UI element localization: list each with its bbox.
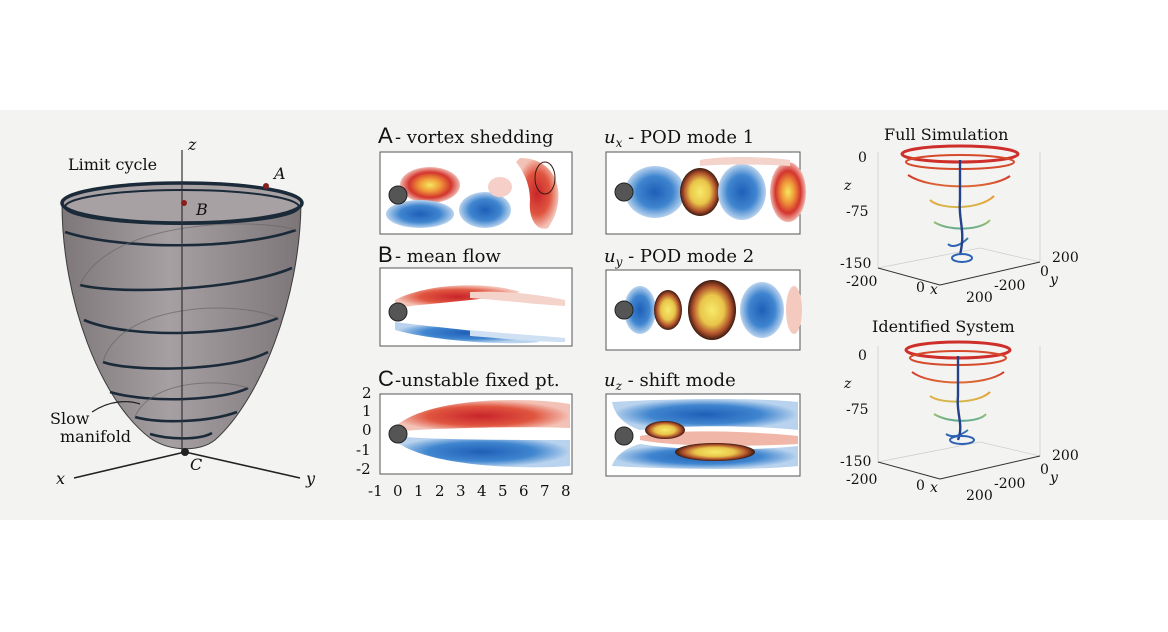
- panel-c-letter: C: [378, 366, 394, 391]
- ident-sim-title: Identified System: [872, 317, 1015, 336]
- ident-x-tick: 0: [916, 478, 925, 494]
- full-y-tick: 200: [966, 290, 993, 306]
- xtick: -1: [368, 482, 383, 500]
- spiral-back: [79, 223, 297, 418]
- mode3-title: - shift mode: [622, 370, 736, 391]
- svg-text:ux - POD mode 1: ux - POD mode 1: [604, 127, 754, 150]
- ytick: 2: [362, 384, 372, 402]
- panel-a-field: [379, 151, 573, 235]
- full-y-tick: -200: [994, 278, 1025, 294]
- ytick: 1: [362, 402, 372, 420]
- xtick: 4: [477, 482, 487, 500]
- point-c-marker: [181, 448, 189, 456]
- panel-b-title: - mean flow: [395, 246, 501, 267]
- xtick: 3: [456, 482, 466, 500]
- label-axis-x: x: [56, 469, 65, 488]
- slow-manifold-pointer: [91, 401, 141, 413]
- x-axis: [73, 451, 186, 479]
- ident-y-label: y: [1049, 470, 1059, 486]
- full-z-label: z: [843, 178, 852, 194]
- mode-panels: ux - POD mode 1 uy - POD mode 2: [604, 127, 806, 477]
- full-x-label: x: [930, 282, 938, 298]
- ident-z-tick: -75: [846, 402, 869, 418]
- ident-z-tick: 0: [858, 348, 867, 364]
- label-point-c: C: [190, 455, 202, 474]
- xtick: 6: [519, 482, 529, 500]
- ident-z-label: z: [843, 376, 852, 392]
- mode2-title: - POD mode 2: [622, 246, 754, 267]
- label-point-b: B: [195, 200, 208, 219]
- full-x-tick: -200: [846, 274, 877, 290]
- ident-y-tick: 200: [1052, 448, 1079, 464]
- y-axis: [184, 451, 301, 479]
- ident-z-tick: -150: [840, 454, 871, 470]
- point-a-marker: [263, 183, 269, 189]
- ytick: -2: [356, 460, 371, 478]
- mode2-sub: y: [615, 255, 623, 269]
- svg-text:uz - shift mode: uz - shift mode: [604, 370, 736, 393]
- panel-c-field: [379, 393, 573, 475]
- full-z-tick: -75: [846, 204, 869, 220]
- full-z-tick: -150: [840, 256, 871, 272]
- mode1-title: - POD mode 1: [622, 127, 754, 148]
- mode1-var: u: [604, 127, 616, 148]
- xtick: 5: [498, 482, 508, 500]
- mode3-sub: z: [615, 379, 623, 393]
- full-x-tick: 0: [916, 280, 925, 296]
- xtick: 8: [561, 482, 571, 500]
- label-axis-z: z: [187, 135, 197, 154]
- label-point-a: A: [272, 164, 286, 183]
- mode1-sub: x: [616, 136, 623, 150]
- svg-text:uy - POD mode 2: uy - POD mode 2: [604, 246, 754, 269]
- mode1-field: [605, 151, 806, 235]
- ytick: -1: [356, 441, 371, 459]
- point-b-marker: [181, 200, 187, 206]
- panel-b-letter: B: [378, 242, 393, 267]
- ident-x-label: x: [930, 480, 938, 496]
- identified-system-plot: Identified System 0 z -75 -150 -200 0 x …: [840, 317, 1079, 504]
- mode2-field: [605, 269, 802, 351]
- ident-y-tick: 0: [1040, 462, 1049, 478]
- panel-a-letter: A: [378, 123, 393, 148]
- panel-a-title: - vortex shedding: [395, 127, 554, 148]
- xtick: 1: [414, 482, 424, 500]
- xtick: 0: [393, 482, 403, 500]
- xtick: 2: [435, 482, 445, 500]
- mode2-var: u: [604, 246, 616, 267]
- panel-b-field: [379, 267, 573, 347]
- ident-x-tick: -200: [846, 472, 877, 488]
- panel-c-title: -unstable fixed pt.: [395, 370, 560, 391]
- ytick: 0: [362, 421, 372, 439]
- ident-y-tick: -200: [994, 476, 1025, 492]
- label-slow: Slow: [50, 409, 90, 428]
- ident-y-tick: 200: [966, 488, 993, 504]
- full-sim-title: Full Simulation: [884, 125, 1008, 144]
- flow-panels: A - vortex shedding B - mean flow: [356, 123, 573, 500]
- full-z-tick: 0: [858, 150, 867, 166]
- paraboloid-diagram: Limit cycle z A B C Slow manifold x y: [50, 135, 316, 488]
- mode3-field: [605, 393, 801, 477]
- label-axis-y: y: [305, 469, 316, 488]
- full-y-tick: 0: [1040, 264, 1049, 280]
- full-simulation-plot: Full Simulation 0 z -75 -150 -200 0 x 20…: [840, 125, 1079, 306]
- label-manifold: manifold: [60, 427, 131, 446]
- full-y-tick: 200: [1052, 250, 1079, 266]
- label-limit-cycle: Limit cycle: [68, 155, 157, 174]
- mode3-var: u: [604, 370, 616, 391]
- full-y-label: y: [1049, 272, 1059, 288]
- xtick: 7: [540, 482, 550, 500]
